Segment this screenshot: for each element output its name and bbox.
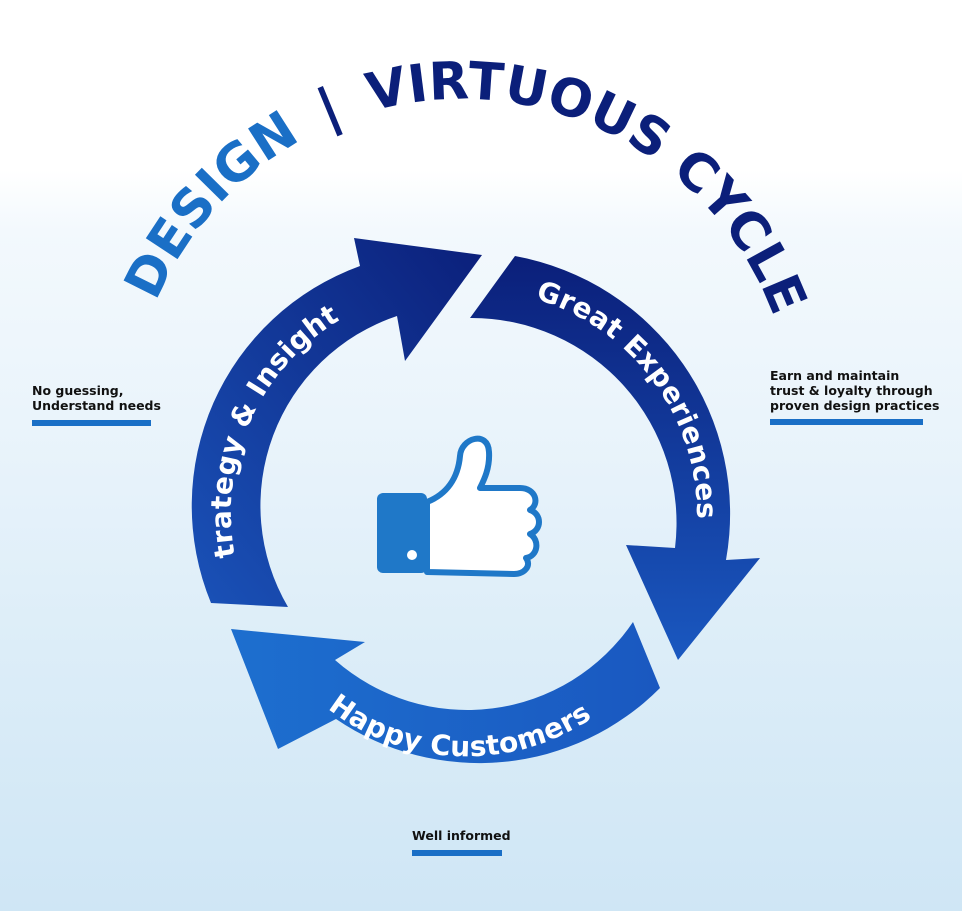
experiences-arrow [470,256,760,660]
strategy-arrow [191,238,482,607]
note-left-line-2: Understand needs [32,398,161,413]
title-design: DESIGN [113,100,308,308]
title-separator: | [309,77,349,140]
diagram-title: DESIGN | VIRTUOUS CYCLE [113,51,817,322]
note-right-line-2: trust & loyalty through [770,383,933,398]
note-left-line-1: No guessing, [32,383,124,398]
note-right-underline [770,419,923,425]
note-right-line-3: proven design practices [770,398,940,413]
note-right: Earn and maintain trust & loyalty throug… [770,368,939,413]
note-left-underline [32,420,151,426]
note-bottom-underline [412,850,502,856]
customers-arrow [231,622,660,764]
note-right-line-1: Earn and maintain [770,368,900,383]
note-left: No guessing, Understand needs [32,383,161,413]
note-bottom: Well informed [412,828,511,843]
thumbs-up-icon [377,435,542,577]
note-bottom-line-1: Well informed [412,828,511,843]
